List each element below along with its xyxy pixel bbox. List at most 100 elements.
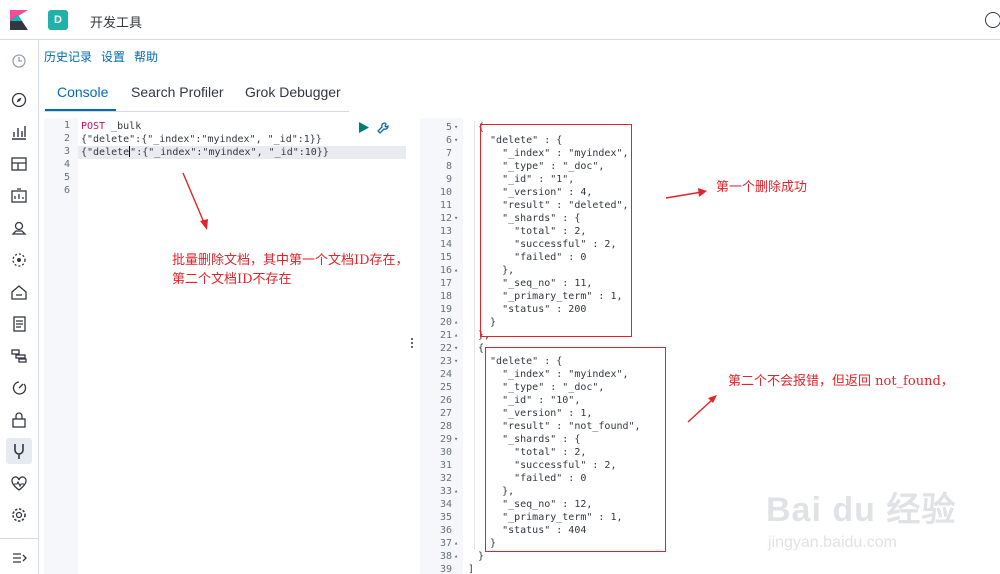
annotation-box-second-result	[485, 347, 666, 552]
output-line: "_index" : "myindex",	[478, 369, 629, 380]
fold-toggle-icon[interactable]: ▾	[454, 357, 459, 365]
output-line: "status" : 200	[478, 304, 587, 315]
code-line-active[interactable]: {"delete":{"_index":"myindex", "_id":10}…	[78, 146, 406, 159]
output-line: "_seq_no" : 12,	[478, 499, 593, 510]
help-icon[interactable]	[985, 12, 1000, 28]
tab-grok-debugger[interactable]: Grok Debugger	[245, 84, 341, 100]
pane-resizer-handle[interactable]	[410, 338, 414, 350]
output-line: "total" : 2,	[478, 447, 587, 458]
output-line: "_version" : 1,	[478, 408, 593, 419]
space-avatar[interactable]: D	[48, 10, 68, 30]
fold-toggle-icon[interactable]: ▾	[454, 344, 459, 352]
fold-toggle-icon[interactable]: ▴	[454, 552, 459, 560]
dashboard-icon[interactable]	[10, 155, 28, 173]
stack-monitoring-icon[interactable]	[10, 475, 28, 493]
discover-icon[interactable]	[10, 91, 28, 109]
canvas-icon[interactable]	[10, 187, 28, 205]
fold-toggle-icon[interactable]: ▾	[454, 123, 459, 131]
output-line: }	[478, 551, 485, 562]
output-line-number: 16	[439, 265, 452, 276]
output-line: "result" : "deleted",	[478, 200, 629, 211]
output-line: "_version" : 4,	[478, 187, 593, 198]
fold-toggle-icon[interactable]: ▾	[454, 214, 459, 222]
management-gear-icon[interactable]	[10, 506, 28, 524]
code-line[interactable]: POST _bulk	[81, 120, 141, 133]
output-line: "failed" : 0	[478, 252, 587, 263]
collapse-menu-icon[interactable]	[10, 549, 28, 567]
fold-toggle-icon[interactable]: ▴	[454, 331, 459, 339]
apm-icon[interactable]	[10, 347, 28, 365]
code-line[interactable]: {"delete":{"_index":"myindex", "_id":1}}	[81, 134, 322, 145]
nav-divider	[0, 538, 39, 539]
output-line-number: 25	[439, 382, 452, 393]
arrow-icon	[665, 188, 707, 199]
tab-search-profiler[interactable]: Search Profiler	[131, 84, 224, 100]
output-line-number: 5	[445, 122, 452, 133]
tab-console[interactable]: Console	[45, 78, 116, 111]
line-number: 1	[63, 120, 70, 131]
fold-toggle-icon[interactable]: ▴	[454, 318, 459, 326]
output-line-number: 6	[445, 135, 452, 146]
settings-link[interactable]: 设置	[101, 50, 126, 64]
uptime-icon[interactable]	[10, 379, 28, 397]
side-navigation	[0, 40, 39, 574]
output-line-number: 21	[439, 330, 452, 341]
visualize-icon[interactable]	[10, 123, 28, 141]
infrastructure-icon[interactable]	[10, 283, 28, 301]
request-editor[interactable]: 1 2 3 4 5 6 POST _bulk {"delete":{"_inde…	[44, 118, 406, 574]
output-line-number: 8	[445, 161, 452, 172]
machine-learning-icon[interactable]	[10, 251, 28, 269]
output-line: "successful" : 2,	[478, 239, 617, 250]
help-link[interactable]: 帮助	[134, 50, 159, 64]
output-line: }	[478, 317, 497, 328]
output-line-number: 23	[439, 356, 452, 367]
line-number: 4	[63, 159, 70, 170]
output-line: "_primary_term" : 1,	[478, 512, 623, 523]
output-line-number: 28	[439, 421, 452, 432]
output-line-number: 39	[439, 564, 452, 574]
output-line-number: 13	[439, 226, 452, 237]
output-line-number: 15	[439, 252, 452, 263]
page-title: 开发工具	[90, 15, 143, 30]
http-method: POST	[81, 121, 106, 132]
output-line-number: 32	[439, 473, 452, 484]
output-line: "status" : 404	[478, 525, 587, 536]
output-line: "delete" : {	[478, 135, 563, 146]
output-line: "delete" : {	[478, 356, 563, 367]
output-line: },	[478, 330, 491, 341]
history-link[interactable]: 历史记录	[44, 50, 93, 64]
fold-toggle-icon[interactable]: ▴	[454, 539, 459, 547]
logs-icon[interactable]	[10, 315, 28, 333]
output-line: "failed" : 0	[478, 473, 587, 484]
output-line-number: 34	[439, 499, 452, 510]
output-line: "_index" : "myindex",	[478, 148, 629, 159]
output-line: "_shards" : {	[478, 434, 581, 445]
wrench-icon[interactable]	[376, 121, 390, 135]
fold-toggle-icon[interactable]: ▾	[454, 435, 459, 443]
fold-toggle-icon[interactable]: ▴	[454, 487, 459, 495]
top-header: D 开发工具	[0, 0, 1000, 40]
output-line-number: 17	[439, 278, 452, 289]
maps-icon[interactable]	[10, 219, 28, 237]
output-line-number: 12	[439, 213, 452, 224]
output-line: }	[478, 538, 497, 549]
line-number: 6	[63, 185, 70, 196]
output-line-number: 36	[439, 525, 452, 536]
output-line-number: 10	[439, 187, 452, 198]
dev-tools-icon[interactable]	[6, 438, 32, 464]
recently-viewed-icon[interactable]	[10, 52, 28, 70]
output-line-number: 33	[439, 486, 452, 497]
output-line: {	[478, 343, 485, 354]
output-line-number: 29	[439, 434, 452, 445]
fold-toggle-icon[interactable]: ▾	[454, 136, 459, 144]
kibana-logo-icon[interactable]	[10, 10, 28, 30]
output-line: "_id" : "1",	[478, 174, 575, 185]
output-line: "_seq_no" : 11,	[478, 278, 593, 289]
text-cursor	[129, 146, 131, 157]
fold-toggle-icon[interactable]: ▴	[454, 266, 459, 274]
indent-guide	[474, 121, 475, 550]
run-request-icon[interactable]	[357, 121, 370, 134]
siem-icon[interactable]	[10, 411, 28, 429]
